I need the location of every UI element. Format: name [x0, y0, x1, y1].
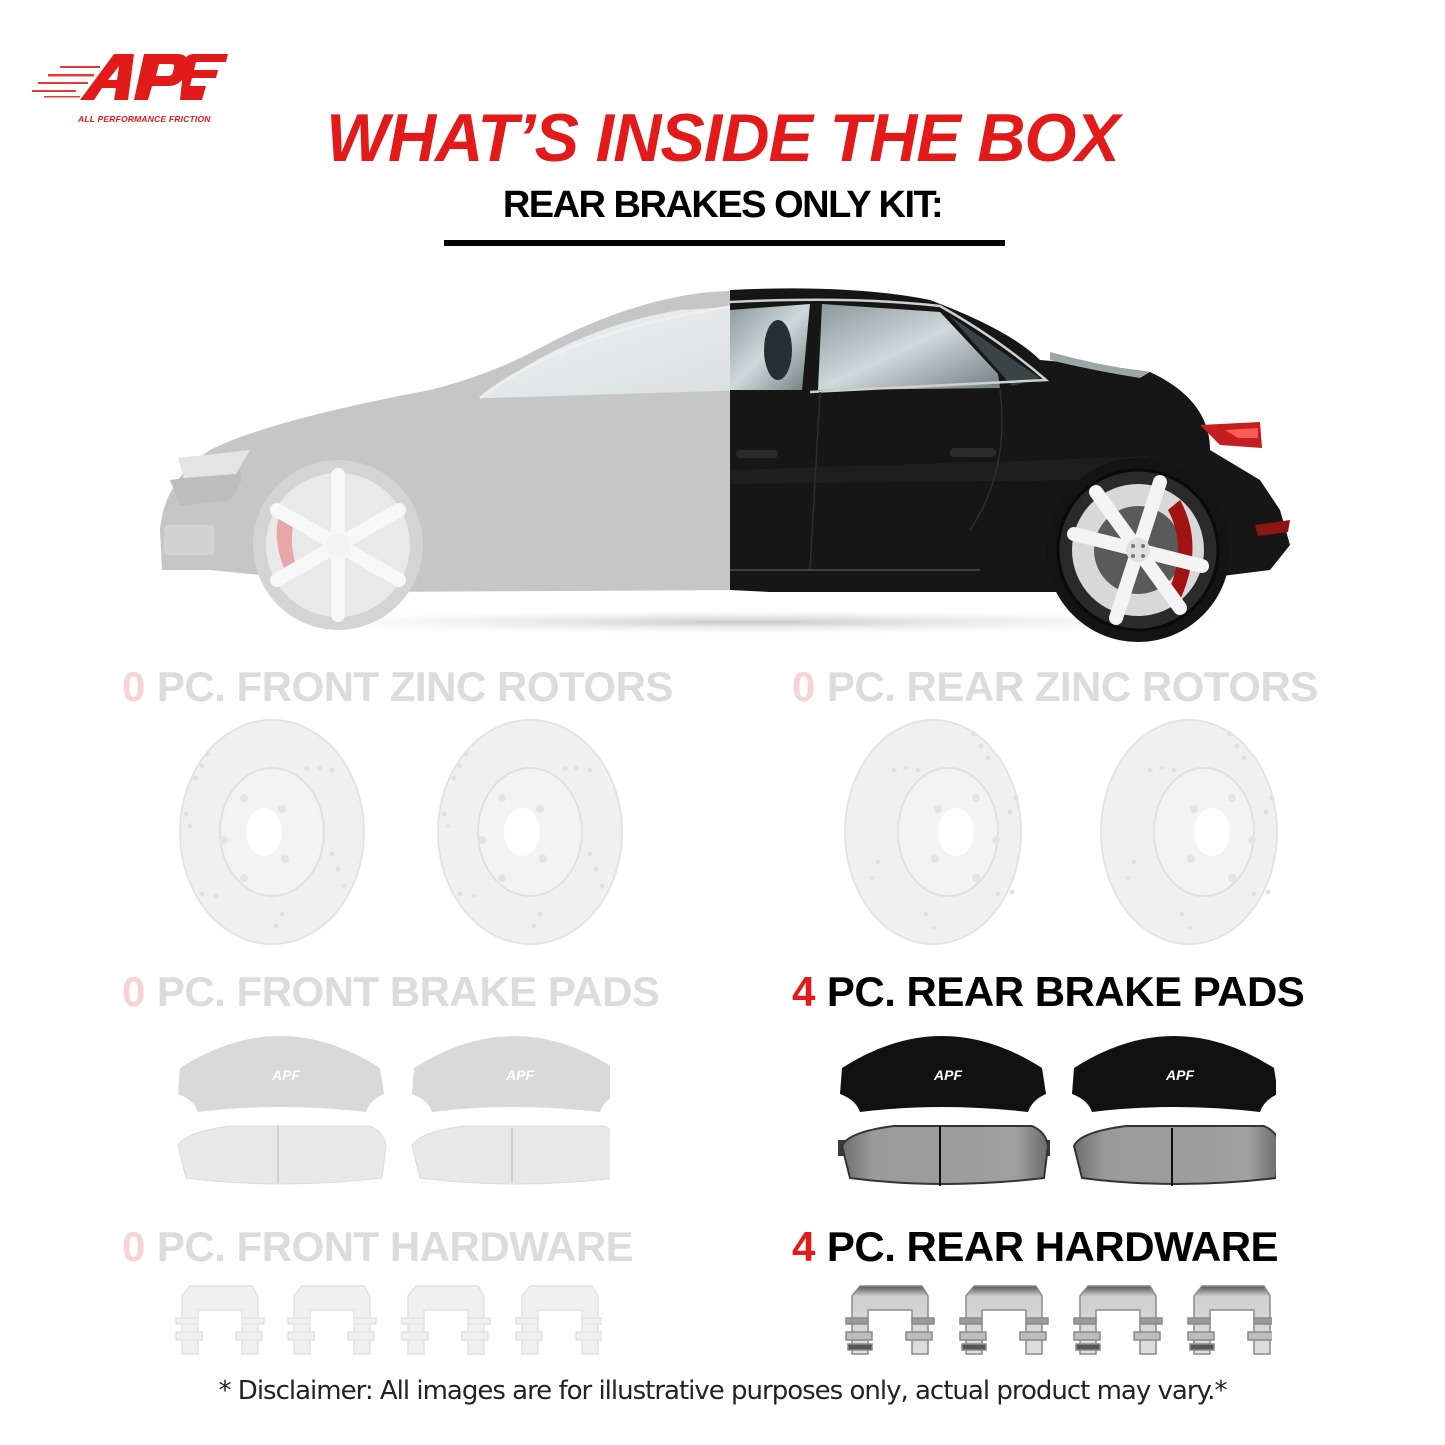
svg-text:APF: APF [505, 1067, 534, 1083]
logo-tagline: ALL PERFORMANCE FRICTION [78, 114, 211, 124]
qty-front-rotors: 0 [122, 663, 145, 710]
disclaimer-text: * Disclaimer: All images are for illustr… [218, 1376, 1228, 1406]
qty-rear-pads: 4 [792, 968, 815, 1015]
brake-pad-icon: APF APF [838, 1036, 1282, 1186]
front-rotor-1 [172, 714, 372, 955]
rear-pads-group: APF APF [836, 1028, 1282, 1203]
front-hardware-group [172, 1282, 605, 1367]
brake-rotor-icon [437, 719, 623, 945]
kit-subtitle: REAR BRAKES ONLY KIT: [502, 184, 944, 226]
brake-rotor-icon [844, 719, 1022, 945]
pad-logo-text: APF [271, 1067, 300, 1083]
apf-logo: ALL PERFORMANCE FRICTION [30, 46, 230, 130]
qty-front-pads: 0 [122, 968, 145, 1015]
label-rear-hardware: PC. REAR HARDWARE [826, 1223, 1279, 1270]
qty-rear-hardware: 4 [792, 1223, 815, 1270]
apf-logo-icon [32, 54, 228, 100]
rear-hardware-group [842, 1282, 1277, 1367]
rear-rotor-2 [1094, 714, 1284, 955]
car-illustration [150, 270, 1320, 650]
page-title: WHAT’S INSIDE THE BOX [326, 100, 1120, 176]
label-front-rotors: PC. FRONT ZINC ROTORS [156, 663, 674, 710]
brake-rotor-icon [179, 719, 365, 945]
front-pads-group: APF APF [170, 1028, 621, 1203]
label-rear-pads: PC. REAR BRAKE PADS [826, 968, 1305, 1015]
hardware-clip-icon [175, 1285, 605, 1355]
label-front-pads: PC. FRONT BRAKE PADS [156, 968, 660, 1015]
svg-text:APF: APF [1165, 1067, 1194, 1083]
svg-text:APF: APF [933, 1067, 962, 1083]
label-rear-rotors: PC. REAR ZINC ROTORS [826, 663, 1318, 710]
hardware-clip-icon [845, 1285, 1277, 1355]
front-rotor-2 [430, 714, 630, 955]
brake-rotor-icon [1100, 719, 1278, 945]
qty-front-hardware: 0 [122, 1223, 145, 1270]
brake-pad-icon: APF APF [177, 1036, 621, 1185]
label-front-hardware: PC. FRONT HARDWARE [156, 1223, 634, 1270]
qty-rear-rotors: 0 [792, 663, 815, 710]
rear-rotor-1 [838, 714, 1028, 955]
subtitle-underline [444, 240, 1005, 246]
